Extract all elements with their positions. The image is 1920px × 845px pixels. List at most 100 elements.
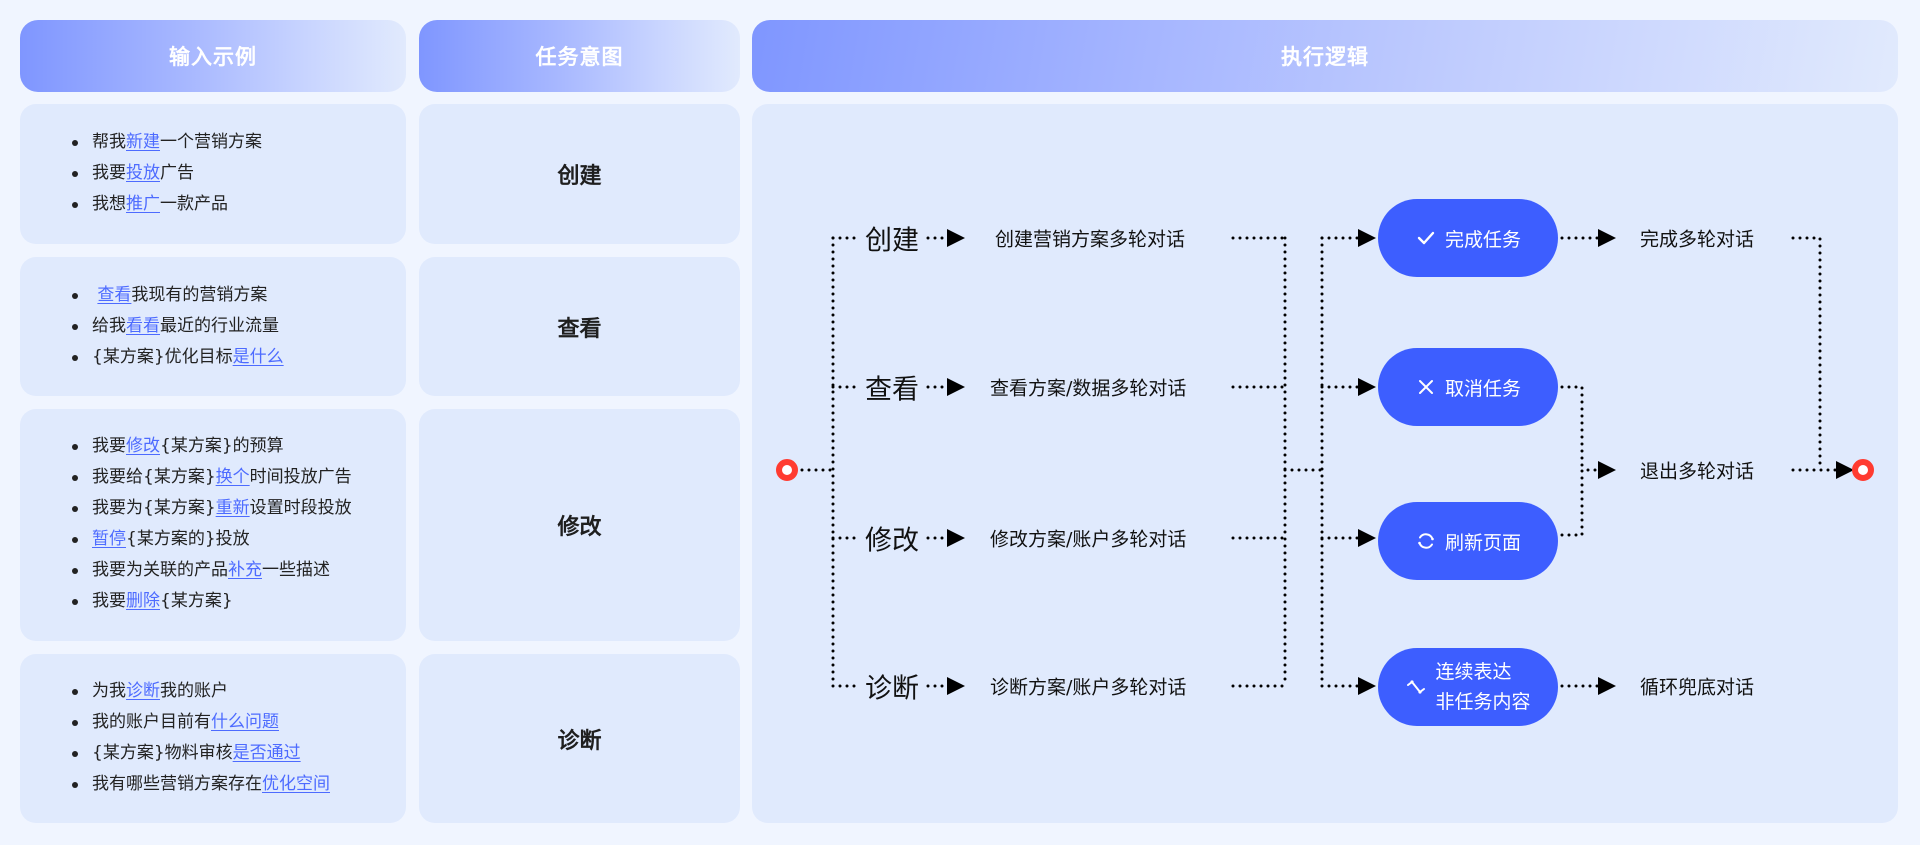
example-text: {某方案}的预算 [160,436,284,456]
intent-label: 修改 [557,515,602,540]
example-keyword: 优化空间 [262,774,330,794]
example-item: 我要给{某方案}换个时间投放广告 [72,462,352,493]
flow-desc-modify: 修改方案/账户多轮对话 [990,528,1187,551]
examples-list: 查看我现有的营销方案 给我看看最近的行业流量 {某方案}优化目标是什么 [72,280,284,373]
example-text: {某方案} [160,591,233,611]
example-keyword: 补充 [228,560,262,580]
outcome-exit: 退出多轮对话 [1640,460,1755,483]
example-text: 我要为关联的产品 [92,560,228,580]
arrow-to-continue [1358,677,1376,695]
example-text: 一款产品 [160,194,228,214]
connector-complete-end [1791,236,1822,472]
flow-intent-create: 创建 [865,225,919,257]
close-icon [1418,380,1433,394]
example-text: 设置时段投放 [249,498,352,518]
intent-label: 查看 [557,316,602,342]
header-input-examples: 输入示例 [20,20,406,92]
example-item: 我要投放广告 [72,158,262,189]
start-node [776,459,798,481]
flow-desc-view: 查看方案/数据多轮对话 [990,377,1187,400]
examples-list: 我要修改{某方案}的预算 我要给{某方案}换个时间投放广告 我要为{某方案}重新… [72,431,352,617]
example-keyword: 看看 [126,316,160,336]
arrow-complete-out [1598,229,1616,247]
flow-intent-view: 查看 [865,374,919,406]
example-item: 帮我新建一个营销方案 [72,127,262,158]
example-item: 为我诊断我的账户 [72,676,330,707]
example-item: 暂停{某方案的}投放 [72,524,352,555]
example-text: 帮我 [92,132,126,152]
flow-desc-diagnose: 诊断方案/账户多轮对话 [990,676,1187,699]
example-keyword: 什么问题 [211,712,279,732]
example-text: 我要 [92,591,126,611]
intent-card-modify: 修改 [419,409,740,641]
arrow-to-complete [1358,229,1376,247]
zigzag-icon [1407,680,1426,694]
refresh-icon [1418,533,1434,549]
header-task-intent: 任务意图 [419,20,740,92]
action-complete-task: 完成任务 [1378,199,1558,277]
example-keyword: 新建 [126,132,160,152]
example-item: 我要删除{某方案} [72,586,352,617]
arrow-continue-out [1598,677,1616,695]
action-label: 取消任务 [1444,377,1521,400]
intent-card-view: 查看 [419,257,740,396]
example-text: 我要给{某方案} [92,467,216,487]
arrow-diagnose-desc [947,677,965,695]
example-item: 给我看看最近的行业流量 [72,311,284,342]
example-keyword: 推广 [126,194,160,214]
example-text: 时间投放广告 [249,467,352,487]
example-keyword: 查看 [97,285,132,305]
example-keyword: 重新 [215,498,250,518]
example-text: {某方案}优化目标 [92,347,233,367]
intent-label: 诊断 [557,728,602,754]
arrow-to-refresh [1358,529,1376,547]
action-label-line1: 连续表达 [1435,661,1512,683]
example-text: 我现有的营销方案 [131,285,268,305]
example-keyword: 是什么 [232,347,284,367]
example-text: 最近的行业流量 [160,316,279,336]
example-text: 一些描述 [262,560,330,580]
outcome-fallback: 循环兜底对话 [1640,676,1755,699]
example-keyword: 暂停 [92,529,126,549]
example-text: 给我 [92,316,126,336]
example-keyword: 是否通过 [232,743,301,763]
flow-intent-modify: 修改 [865,525,919,557]
example-text: 为我 [92,681,126,701]
connector-cancel-out [1560,385,1584,472]
example-item: 我要为{某方案}重新设置时段投放 [72,493,352,524]
check-icon [1417,231,1435,245]
outcome-complete: 完成多轮对话 [1640,228,1755,251]
connector-refresh-out [1560,468,1600,537]
arrow-view-desc [947,378,965,396]
example-text: 广告 [160,163,194,183]
flow-intent-diagnose: 诊断 [865,673,919,705]
arrow-create-desc [947,229,965,247]
examples-list: 为我诊断我的账户 我的账户目前有什么问题 {某方案}物料审核是否通过 我有哪些营… [72,676,330,800]
action-label: 完成任务 [1444,228,1521,251]
example-item: 查看我现有的营销方案 [72,280,284,311]
example-keyword: 换个 [215,467,250,487]
example-keyword: 诊断 [126,681,160,701]
examples-card-view: 查看我现有的营销方案 给我看看最近的行业流量 {某方案}优化目标是什么 [20,257,406,396]
example-text: 我的账户 [160,681,228,701]
example-text: {某方案的}投放 [126,529,250,549]
action-cancel-task: 取消任务 [1378,348,1558,426]
example-item: {某方案}物料审核是否通过 [72,738,330,769]
examples-card-create: 帮我新建一个营销方案 我要投放广告 我想推广一款产品 [20,104,406,244]
arrow-modify-desc [947,529,965,547]
example-keyword: 投放 [126,163,160,183]
header-execution-logic: 执行逻辑 [752,20,1898,92]
flow-desc-create: 创建营销方案多轮对话 [995,228,1186,251]
example-text: 我要为{某方案} [92,498,216,518]
example-text: 我的账户目前有 [92,712,211,732]
examples-card-diagnose: 为我诊断我的账户 我的账户目前有什么问题 {某方案}物料审核是否通过 我有哪些营… [20,654,406,823]
action-refresh-page: 刷新页面 [1378,502,1558,580]
arrow-end [1836,461,1854,479]
example-item: 我想推广一款产品 [72,189,262,220]
example-item: {某方案}优化目标是什么 [72,342,284,373]
action-continuous-nontask: 连续表达 非任务内容 [1378,648,1558,726]
example-text: 一个营销方案 [160,132,262,152]
example-text: 我要 [92,436,126,456]
arrow-exit-in [1598,461,1616,479]
